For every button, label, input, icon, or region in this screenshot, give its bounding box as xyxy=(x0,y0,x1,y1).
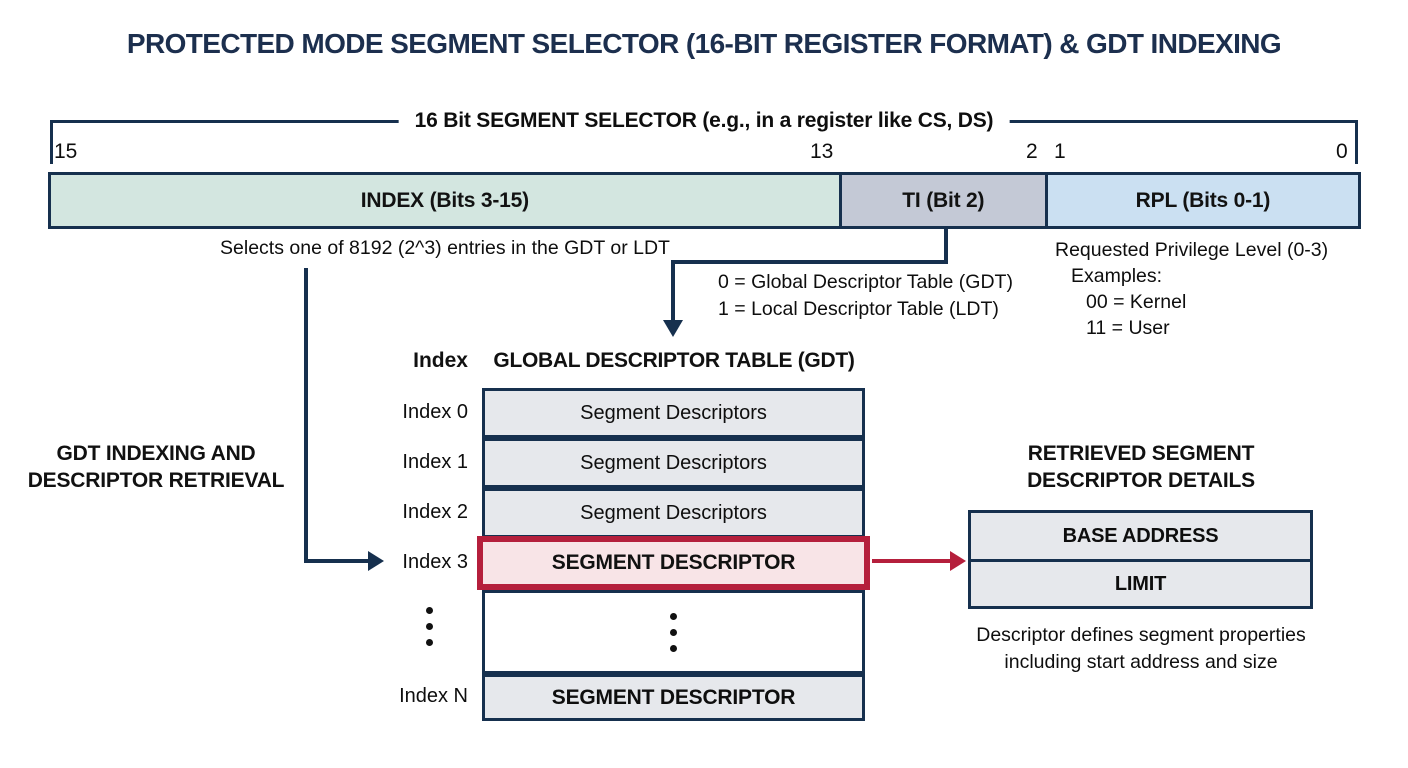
ti-note: 0 = Global Descriptor Table (GDT) 1 = Lo… xyxy=(718,269,1013,323)
retrieved-note: Descriptor defines segment properties in… xyxy=(962,622,1320,676)
gdt-index-column-header: Index xyxy=(413,349,468,372)
ti-note-line1: 0 = Global Descriptor Table (GDT) xyxy=(718,271,1013,293)
retrieved-details-title: RETRIEVED SEGMENT DESCRIPTOR DETAILS xyxy=(985,440,1297,494)
rpl-note-line1: Requested Privilege Level (0-3) xyxy=(1055,239,1329,261)
ti-field-label: TI (Bit 2) xyxy=(902,188,985,212)
bit-label-13: 13 xyxy=(810,140,834,163)
ellipsis-dots xyxy=(426,607,433,646)
ti-arrowhead-icon xyxy=(663,320,683,337)
gdt-row-label: Segment Descriptors xyxy=(580,401,767,424)
retrieved-details-title-line2: DESCRIPTOR DETAILS xyxy=(1027,469,1255,492)
gdt-row: Segment Descriptors xyxy=(482,438,865,488)
bit-label-1: 1 xyxy=(1054,140,1066,163)
gdt-row-label: Segment Descriptors xyxy=(580,451,767,474)
rpl-note: Requested Privilege Level (0-3) Examples… xyxy=(1055,237,1328,341)
gdt-row-highlighted: SEGMENT DESCRIPTOR xyxy=(477,536,870,590)
gdt-index-label-0: Index 0 xyxy=(402,401,468,423)
selector-bracket-label: 16 Bit SEGMENT SELECTOR (e.g., in a regi… xyxy=(398,109,1010,134)
rpl-note-line3: 00 = Kernel xyxy=(1086,291,1187,313)
limit-row: LIMIT xyxy=(971,562,1310,606)
index-field: INDEX (Bits 3-15) xyxy=(51,175,839,226)
rpl-note-line2: Examples: xyxy=(1071,265,1163,287)
page-title: PROTECTED MODE SEGMENT SELECTOR (16-BIT … xyxy=(126,28,1282,59)
gdt-flow-label: GDT INDEXING AND DESCRIPTOR RETRIEVAL xyxy=(8,440,304,494)
gdt-row: Segment Descriptors xyxy=(482,488,865,538)
gdt-ellipsis-row xyxy=(482,590,865,674)
gdt-row-label: Segment Descriptors xyxy=(580,501,767,524)
bit-label-15: 15 xyxy=(54,140,78,163)
gdt-flow-label-line1: GDT INDEXING AND xyxy=(56,442,256,465)
base-address-row: BASE ADDRESS xyxy=(971,513,1310,562)
selector-bracket: 16 Bit SEGMENT SELECTOR (e.g., in a regi… xyxy=(50,109,1358,164)
rpl-note-line4: 11 = User xyxy=(1086,317,1170,339)
gdt-flow-label-line2: DESCRIPTOR RETRIEVAL xyxy=(27,469,285,492)
rpl-field: RPL (Bits 0-1) xyxy=(1044,175,1358,226)
gdt-row: SEGMENT DESCRIPTOR xyxy=(482,674,865,721)
rpl-field-label: RPL (Bits 0-1) xyxy=(1135,188,1271,212)
gdt-index-label-1: Index 1 xyxy=(402,451,468,473)
gdt-row-label: SEGMENT DESCRIPTOR xyxy=(551,551,796,574)
index-field-label: INDEX (Bits 3-15) xyxy=(360,188,529,212)
retrieved-note-line1: Descriptor defines segment properties xyxy=(976,624,1306,646)
segment-selector-register: INDEX (Bits 3-15) TI (Bit 2) RPL (Bits 0… xyxy=(48,172,1361,229)
retrieved-details-title-line1: RETRIEVED SEGMENT xyxy=(1027,442,1255,465)
gdt-row-label: SEGMENT DESCRIPTOR xyxy=(551,685,796,709)
ti-note-line2: 1 = Local Descriptor Table (LDT) xyxy=(718,298,999,320)
bit-label-0: 0 xyxy=(1336,140,1348,163)
gdt-table-header: GLOBAL DESCRIPTOR TABLE (GDT) xyxy=(493,349,855,372)
gdt-index-label-3: Index 3 xyxy=(402,551,468,573)
index-note: Selects one of 8192 (2^3) entries in the… xyxy=(220,237,670,259)
retrieved-note-line2: including start address and size xyxy=(1004,651,1278,673)
gdt-index-label-2: Index 2 xyxy=(402,501,468,523)
retrieve-arrowhead-icon xyxy=(950,551,966,571)
ti-field: TI (Bit 2) xyxy=(838,175,1045,226)
ellipsis-dots xyxy=(670,612,677,652)
gdt-index-label-n: Index N xyxy=(399,685,468,707)
bit-label-2: 2 xyxy=(1026,140,1038,163)
gdt-row: Segment Descriptors xyxy=(482,388,865,438)
retrieved-descriptor-box: BASE ADDRESS LIMIT xyxy=(968,510,1313,609)
